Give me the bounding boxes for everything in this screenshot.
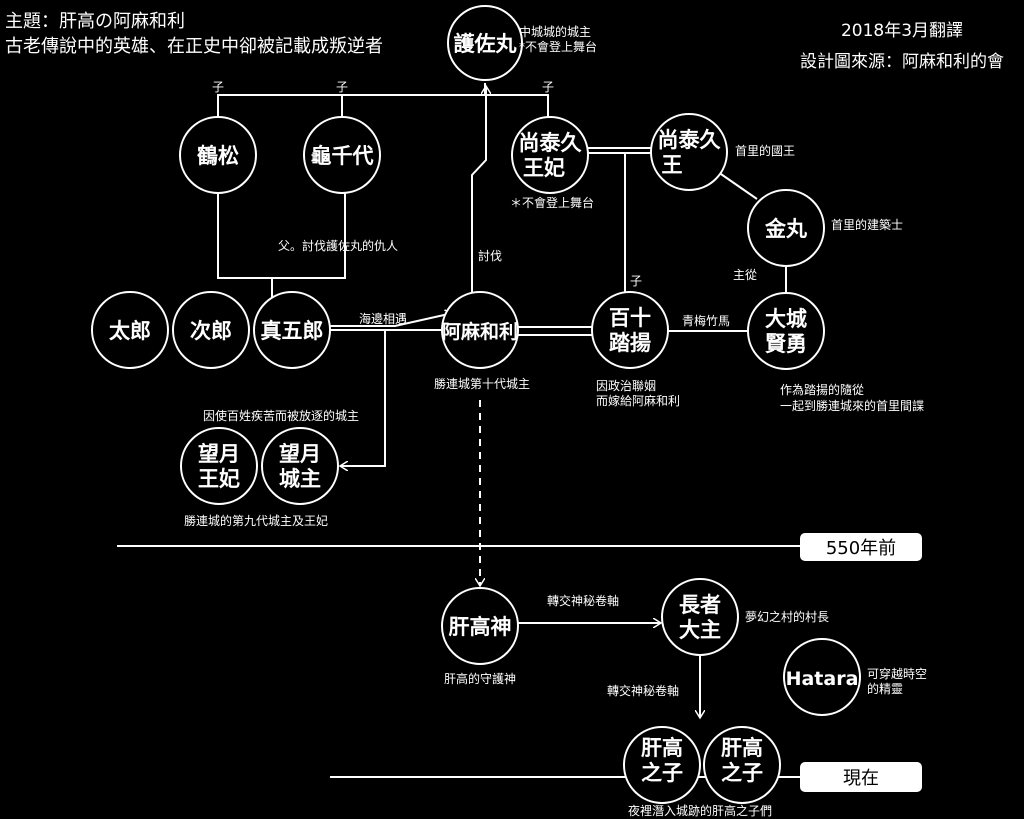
note-momoto: 而嫁給阿麻和利 xyxy=(596,393,680,408)
svg-text:王妃: 王妃 xyxy=(523,156,565,180)
note-children: 夜裡潛入城跡的肝高之子們 xyxy=(628,803,772,818)
label-scroll: 轉交神秘卷軸 xyxy=(547,593,619,608)
note-amawari: 勝連城第十代城主 xyxy=(434,376,530,391)
svg-text:王: 王 xyxy=(662,153,683,177)
note-king: 首里的國王 xyxy=(735,143,795,158)
label-scroll: 轉交神秘卷軸 xyxy=(607,683,679,698)
svg-text:尚泰久: 尚泰久 xyxy=(658,128,721,152)
svg-text:尚泰久: 尚泰久 xyxy=(519,131,582,155)
svg-text:次郎: 次郎 xyxy=(190,319,232,343)
svg-text:阿麻和利: 阿麻和利 xyxy=(442,320,518,343)
label-child: 子 xyxy=(212,80,224,94)
node-amawari: 阿麻和利 xyxy=(441,291,519,369)
note-mochizuki: 勝連城的第九代城主及王妃 xyxy=(184,513,328,528)
node-tsurumatsu: 鶴松 xyxy=(179,116,257,194)
svg-text:百十: 百十 xyxy=(609,306,651,330)
svg-text:王妃: 王妃 xyxy=(198,467,240,491)
note-hatara: 可穿越時空 xyxy=(867,666,927,681)
edge-king-kanamaru xyxy=(717,171,758,200)
svg-text:金丸: 金丸 xyxy=(764,217,808,241)
svg-text:龜千代: 龜千代 xyxy=(311,144,374,168)
label-childhood: 青梅竹馬 xyxy=(682,313,730,328)
node-kamechiyo: 龜千代 xyxy=(303,116,381,194)
note-gosamaru: 中城城的城主 xyxy=(519,24,591,39)
svg-text:大城: 大城 xyxy=(765,307,807,331)
svg-text:護佐丸: 護佐丸 xyxy=(454,32,518,56)
label-child: 子 xyxy=(630,274,642,288)
node-kimutaka-child: 肝高之子 xyxy=(703,726,781,804)
svg-text:望月: 望月 xyxy=(198,442,240,466)
note-queen: ＊不會登上舞台 xyxy=(510,195,594,210)
label-master-servant: 主從 xyxy=(733,268,757,282)
svg-text:Hatara: Hatara xyxy=(786,668,859,690)
svg-text:現在: 現在 xyxy=(843,768,879,789)
node-magoro: 真五郎 xyxy=(253,291,331,369)
svg-text:賢勇: 賢勇 xyxy=(765,332,807,356)
svg-text:大主: 大主 xyxy=(679,618,721,642)
node-hatara: Hatara xyxy=(783,638,861,716)
era-badge-present: 現在 xyxy=(800,762,922,792)
title-line-1: 主題：肝高の阿麻和利 xyxy=(5,11,185,32)
note-momoto: 因政治聯姻 xyxy=(596,378,656,393)
era-badge-past: 550年前 xyxy=(800,533,922,561)
edge-subjugate-arrow xyxy=(471,86,486,292)
svg-text:太郎: 太郎 xyxy=(109,319,151,343)
design-source: 設計圖來源：阿麻和利的會 xyxy=(800,52,1004,72)
node-gosamaru: 護佐丸 xyxy=(447,5,523,81)
svg-text:踏揚: 踏揚 xyxy=(609,331,651,355)
node-kanamaru: 金丸 xyxy=(747,189,825,267)
svg-text:肝高: 肝高 xyxy=(641,736,683,760)
label-father: 父。討伐護佐丸的仇人 xyxy=(278,238,398,253)
label-sea-meet: 海邊相遇 xyxy=(359,311,407,326)
svg-text:之子: 之子 xyxy=(721,761,763,785)
label-child: 子 xyxy=(542,80,554,94)
title-line-2: 古老傳說中的英雄、在正史中卻被記載成叛逆者 xyxy=(5,36,383,57)
note-oshiro: 一起到勝連城來的首里間諜 xyxy=(780,398,924,413)
label-subjugate: 討伐 xyxy=(478,248,502,263)
svg-text:550年前: 550年前 xyxy=(826,538,896,559)
note-oshiro: 作為踏揚的隨從 xyxy=(780,382,864,397)
edge-children-bar xyxy=(217,94,549,117)
edge-brothers xyxy=(217,193,346,279)
note-elder: 夢幻之村的村長 xyxy=(745,609,829,624)
edge-exile-arrow xyxy=(340,330,386,466)
note-kanamaru: 首里的建築士 xyxy=(831,217,903,232)
note-gosamaru: *不會登上舞台 xyxy=(519,39,597,54)
svg-text:真五郎: 真五郎 xyxy=(261,319,324,343)
note-mochizuki-exile: 因使百姓疾苦而被放逐的城主 xyxy=(203,408,359,423)
svg-text:望月: 望月 xyxy=(279,442,321,466)
label-child: 子 xyxy=(336,80,348,94)
svg-text:城主: 城主 xyxy=(279,467,321,491)
svg-text:之子: 之子 xyxy=(641,761,683,785)
svg-text:肝高: 肝高 xyxy=(721,736,763,760)
svg-text:鶴松: 鶴松 xyxy=(197,144,239,168)
svg-text:肝高神: 肝高神 xyxy=(449,615,512,639)
node-kimutaka-child: 肝高之子 xyxy=(623,726,701,804)
note-god: 肝高的守護神 xyxy=(444,671,516,686)
node-jiro: 次郎 xyxy=(172,291,250,369)
translation-date: 2018年3月翻譯 xyxy=(841,21,963,41)
node-kimutaka-god: 肝高神 xyxy=(441,587,519,665)
note-hatara: 的精靈 xyxy=(867,681,903,696)
svg-text:長者: 長者 xyxy=(679,593,721,617)
node-taro: 太郎 xyxy=(91,291,169,369)
